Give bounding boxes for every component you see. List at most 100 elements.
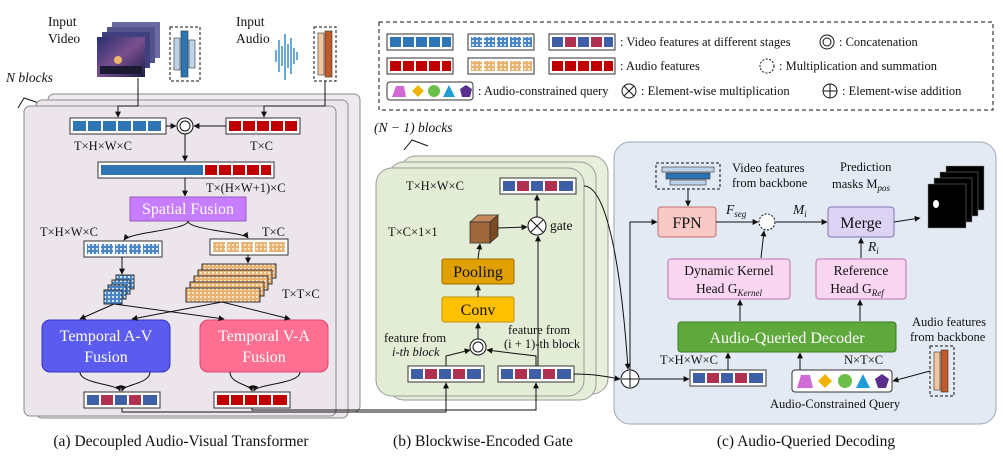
spatial-fusion-block bbox=[129, 196, 247, 222]
ref-label-2: Head GRef bbox=[830, 281, 885, 298]
video-frames-image bbox=[97, 22, 160, 77]
ri-label: Ri bbox=[867, 239, 879, 256]
input-video-label-1: Input bbox=[48, 14, 77, 29]
legend-concat-text: : Concatenation bbox=[839, 35, 919, 49]
feature-i-tokens bbox=[407, 365, 485, 383]
merge-label: Merge bbox=[840, 215, 881, 232]
mult-sum-node-icon bbox=[758, 213, 776, 231]
mult-sum-symbol-icon bbox=[759, 58, 775, 74]
feat-i1-2: (i + 1)-th block bbox=[504, 337, 581, 351]
video-swatch-3 bbox=[552, 37, 613, 47]
legend: : Video features at different stages : C… bbox=[378, 21, 994, 111]
legend-video-text: : Video features at different stages bbox=[620, 35, 791, 49]
conv-label: Conv bbox=[461, 302, 496, 319]
ref-label-1: Reference bbox=[834, 263, 889, 278]
output-video-tokens bbox=[83, 391, 161, 409]
dk-label-2: Head GKernel bbox=[696, 281, 763, 298]
gate-cube bbox=[468, 214, 500, 244]
temporal-av-label-2: Fusion bbox=[84, 349, 128, 366]
legend-video-swatches bbox=[386, 33, 616, 51]
acq-label: Audio-Constrained Query bbox=[770, 397, 901, 411]
audio-queried-decoder-block bbox=[677, 321, 897, 353]
dim-thwc-left: T×H×W×C bbox=[40, 225, 98, 239]
n1-blocks-label: (N − 1) blocks bbox=[374, 120, 452, 135]
audio-stack bbox=[185, 263, 277, 303]
reference-head-block bbox=[815, 258, 907, 300]
fseg-label: Fseg bbox=[725, 202, 747, 219]
fpn-label: FPN bbox=[672, 215, 702, 232]
video-bb-1: Video features bbox=[732, 161, 805, 175]
spatial-fusion-label: Spatial Fusion bbox=[142, 201, 234, 218]
video-bb-2: from backbone bbox=[732, 176, 808, 190]
video-swatch-2 bbox=[471, 37, 532, 47]
dim-tc-right: T×C bbox=[262, 225, 285, 239]
elem-mult-symbol-icon bbox=[621, 83, 637, 99]
audio-tokens-top bbox=[225, 117, 301, 135]
input-audio-label-1: Input bbox=[236, 14, 265, 29]
concat-node-icon bbox=[176, 117, 194, 135]
gate-label: gate bbox=[550, 218, 573, 233]
legend-audio-swatches bbox=[386, 57, 616, 75]
caption-c: (c) Audio-Queried Decoding bbox=[717, 433, 895, 450]
audio-bb-1: Audio features bbox=[912, 315, 986, 329]
dim-tc11: T×C×1×1 bbox=[388, 225, 438, 239]
legend-multsum-text: : Multiplication and summation bbox=[779, 59, 938, 73]
temporal-va-label-1: Temporal V-A bbox=[218, 328, 310, 345]
legend-query-text: : Audio-constrained query bbox=[478, 84, 609, 98]
b-concat-icon bbox=[469, 338, 487, 356]
output-audio-tokens bbox=[213, 391, 291, 409]
video-tokens-top bbox=[69, 117, 167, 135]
dk-label-1: Dynamic Kernel bbox=[684, 263, 774, 278]
audio-constrained-query-tokens bbox=[791, 369, 893, 393]
feat-i-2: i-th block bbox=[392, 345, 440, 359]
input-video: Input Video bbox=[48, 14, 201, 82]
pred-1: Prediction bbox=[840, 160, 892, 174]
dim-ttc: T×T×C bbox=[282, 287, 320, 301]
mi-label: Mi bbox=[792, 202, 807, 219]
feat-i1-1: feature from bbox=[508, 323, 570, 337]
dim-thwc-b: T×H×W×C bbox=[406, 179, 464, 193]
panel-c: Video features from backbone Prediction … bbox=[573, 141, 997, 450]
panel-a: N blocks T×H×W×C T×C T×(H×W+1)×C Spatial… bbox=[5, 70, 361, 450]
elem-add-symbol-icon bbox=[822, 83, 838, 99]
dim-thwc-c: T×H×W×C bbox=[660, 353, 718, 367]
n-blocks-label: N blocks bbox=[5, 70, 53, 85]
caption-a: (a) Decoupled Audio-Visual Transformer bbox=[53, 433, 309, 450]
temporal-av-label-1: Temporal A-V bbox=[60, 328, 153, 345]
audio-waveform-image bbox=[275, 34, 298, 80]
video-encoder-icon bbox=[169, 26, 201, 82]
caption-b: (b) Blockwise-Encoded Gate bbox=[393, 433, 573, 450]
audio-encoder-icon bbox=[313, 26, 337, 82]
temporal-va-block bbox=[199, 319, 329, 373]
feature-i1-tokens bbox=[497, 365, 575, 383]
input-video-label-2: Video bbox=[48, 31, 80, 46]
dynamic-kernel-head-block bbox=[667, 258, 791, 300]
video-stack bbox=[103, 274, 135, 305]
elem-add-node-icon bbox=[620, 369, 640, 389]
legend-query-swatch bbox=[386, 81, 474, 101]
input-audio: Input Audio bbox=[236, 14, 337, 82]
dim-tc-top: T×C bbox=[250, 139, 273, 153]
legend-elemmult-text: : Element-wise multiplication bbox=[641, 84, 790, 98]
video-swatch-1 bbox=[390, 37, 451, 47]
temporal-av-block bbox=[41, 319, 171, 373]
gate-multiply-icon bbox=[527, 216, 547, 236]
feat-i-1: feature from bbox=[384, 331, 446, 345]
gated-output-tokens bbox=[499, 177, 577, 195]
pred-2: masks Mpos bbox=[832, 177, 891, 193]
dim-thwc-top: T×H×W×C bbox=[74, 139, 132, 153]
concatenated-tokens bbox=[97, 161, 275, 179]
audio-bb-2: from backbone bbox=[910, 330, 986, 344]
legend-audio-text: : Audio features bbox=[620, 59, 700, 73]
dim-ntc: N×T×C bbox=[844, 353, 883, 367]
audio-tokens-mid bbox=[209, 238, 289, 256]
prediction-masks-image bbox=[927, 165, 985, 229]
decoder-video-tokens bbox=[689, 369, 767, 387]
input-audio-label-2: Audio bbox=[236, 31, 270, 46]
legend-elemadd-text: : Element-wise addition bbox=[842, 84, 962, 98]
pooling-label: Pooling bbox=[453, 264, 503, 281]
decoder-label: Audio-Queried Decoder bbox=[709, 330, 865, 347]
temporal-va-label-2: Fusion bbox=[242, 349, 286, 366]
panel-b: (N − 1) blocks T×H×W×C T×C×1×1 gate Pool… bbox=[121, 120, 609, 450]
